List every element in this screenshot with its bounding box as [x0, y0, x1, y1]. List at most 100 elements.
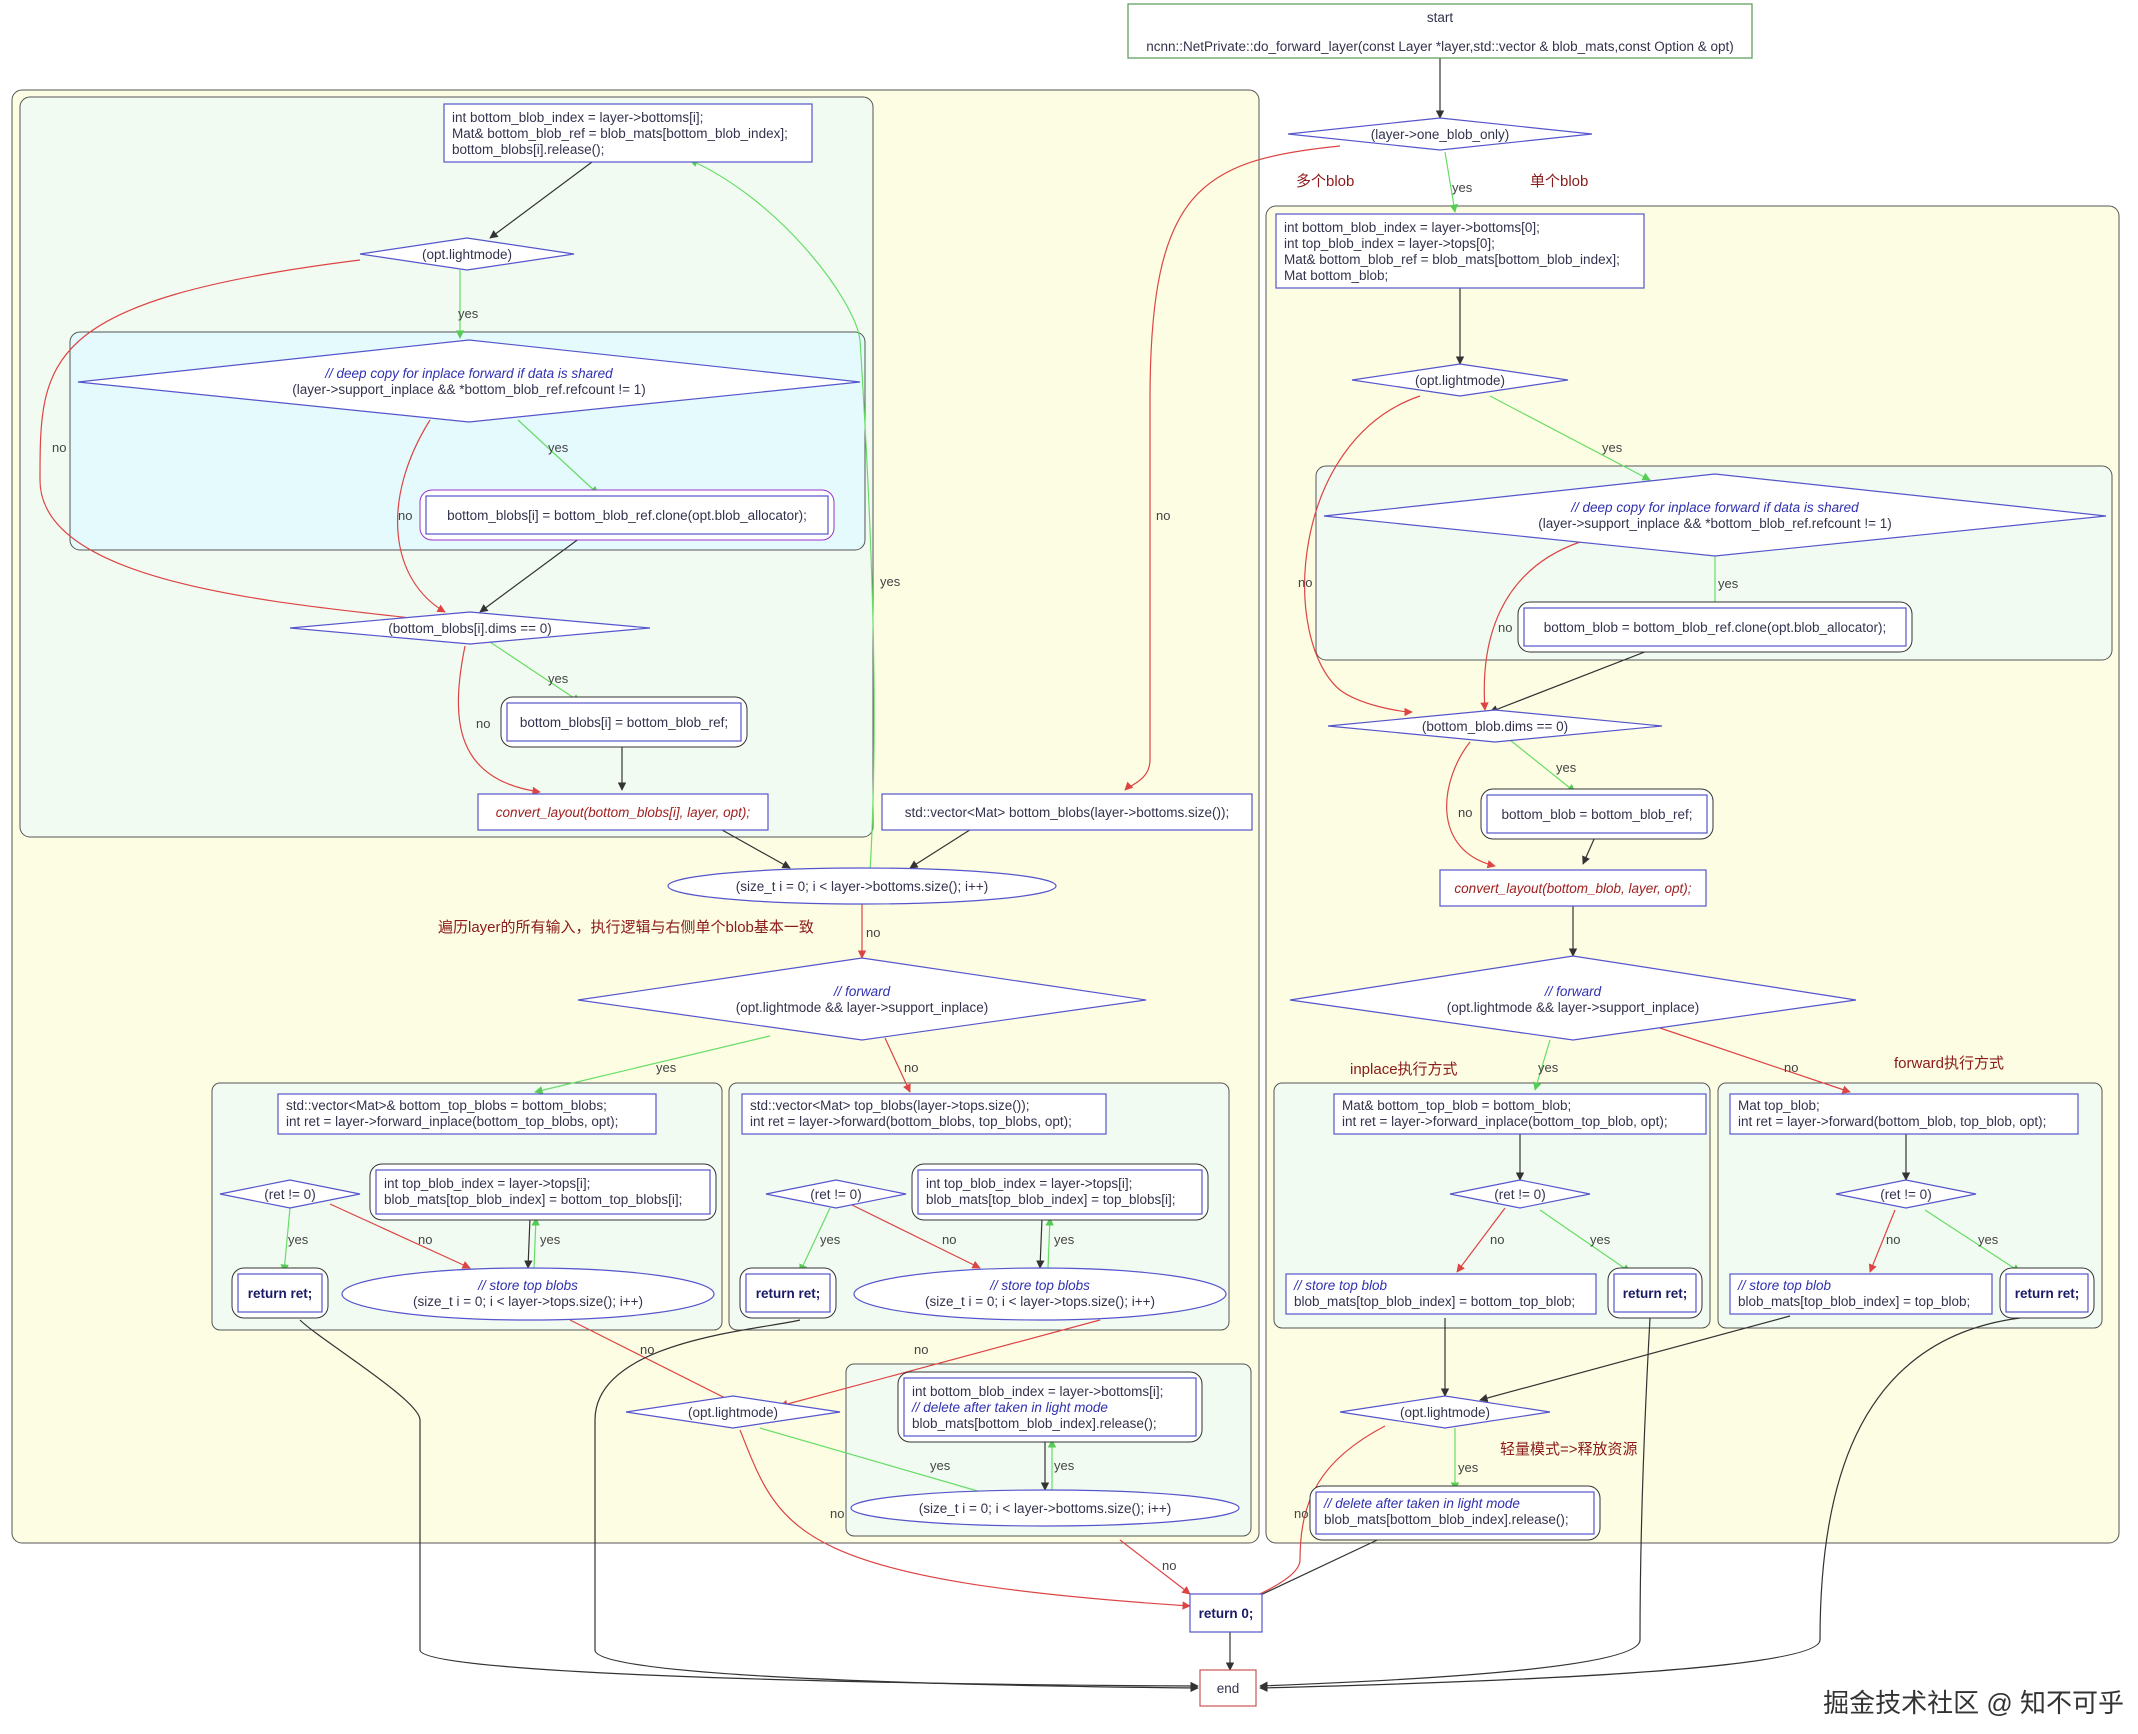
edge-label-no: no — [398, 508, 412, 523]
right-deepcopy-decision: // deep copy for inplace forward if data… — [1323, 473, 2107, 557]
svg-text:blob_mats[bottom_blob_index].r: blob_mats[bottom_blob_index].release(); — [1324, 1512, 1569, 1527]
edge-label-no: no — [830, 1506, 844, 1521]
right-forward-node: Mat top_blob; int ret = layer->forward(b… — [1729, 1093, 2079, 1135]
edge-label-no: no — [904, 1060, 918, 1075]
right-lightmode-decision-2: (opt.lightmode) — [1339, 1395, 1551, 1429]
svg-text:(size_t i = 0; i < layer->tops: (size_t i = 0; i < layer->tops.size(); i… — [413, 1294, 643, 1309]
left-assign-node: bottom_blobs[i] = bottom_blob_ref; — [500, 696, 748, 748]
svg-text:return 0;: return 0; — [1199, 1606, 1254, 1621]
edge-label-no: no — [1458, 805, 1472, 820]
edge-label-no: no — [1886, 1232, 1900, 1247]
left-ret-decision-1: (ret != 0) — [219, 1179, 361, 1209]
left-forward-decision: // forward (opt.lightmode && layer->supp… — [577, 957, 1147, 1041]
svg-text:(opt.lightmode): (opt.lightmode) — [1400, 1405, 1490, 1420]
left-loop-node-2: (size_t i = 0; i < layer->bottoms.size()… — [850, 1489, 1240, 1527]
left-lightmode-decision-2: (opt.lightmode) — [625, 1395, 841, 1429]
edge-label-yes: yes — [1054, 1458, 1075, 1473]
svg-text:// delete after taken in light: // delete after taken in light mode — [911, 1400, 1108, 1415]
left-ret-decision-2: (ret != 0) — [765, 1179, 907, 1209]
return-zero-node: return 0; — [1189, 1593, 1263, 1633]
svg-text:Mat top_blob;: Mat top_blob; — [1738, 1098, 1820, 1113]
watermark: 掘金技术社区 @ 知不可乎 — [1823, 1688, 2124, 1718]
start-title: start — [1427, 10, 1454, 25]
edge-label-yes: yes — [1718, 576, 1739, 591]
svg-text:int top_blob_index = layer->to: int top_blob_index = layer->tops[0]; — [1284, 236, 1495, 251]
left-dims-decision: (bottom_blobs[i].dims == 0) — [289, 611, 651, 645]
right-return-ret-2: return ret; — [1999, 1267, 2095, 1319]
edge-label-yes: yes — [880, 574, 901, 589]
svg-text:bottom_blob = bottom_blob_ref.: bottom_blob = bottom_blob_ref.clone(opt.… — [1544, 620, 1887, 635]
right-inplace-cluster — [1273, 1082, 1711, 1329]
svg-text:blob_mats[top_blob_index] = to: blob_mats[top_blob_index] = top_blobs[i]… — [926, 1192, 1176, 1207]
svg-text:(ret != 0): (ret != 0) — [1494, 1187, 1545, 1202]
annotation-single-blob: 单个blob — [1530, 173, 1588, 190]
left-inplace-node: std::vector<Mat>& bottom_top_blobs = bot… — [277, 1093, 657, 1135]
svg-text:(opt.lightmode): (opt.lightmode) — [688, 1405, 778, 1420]
edge-label-yes: yes — [1978, 1232, 1999, 1247]
right-inplace-node: Mat& bottom_top_blob = bottom_blob; int … — [1333, 1093, 1707, 1135]
svg-text:convert_layout(bottom_blob, la: convert_layout(bottom_blob, layer, opt); — [1454, 881, 1691, 896]
svg-text:(ret != 0): (ret != 0) — [810, 1187, 861, 1202]
right-dims-decision: (bottom_blob.dims == 0) — [1327, 709, 1663, 743]
edge-label-no: no — [1156, 508, 1170, 523]
svg-text:bottom_blobs[i] = bottom_blob_: bottom_blobs[i] = bottom_blob_ref.clone(… — [447, 508, 807, 523]
svg-text:std::vector<Mat>& bottom_top_b: std::vector<Mat>& bottom_top_blobs = bot… — [286, 1098, 607, 1113]
edge-label-no: no — [476, 716, 490, 731]
svg-text:(ret != 0): (ret != 0) — [264, 1187, 315, 1202]
right-assign-node: bottom_blob = bottom_blob_ref; — [1480, 788, 1714, 840]
svg-text:(layer->support_inplace && *bo: (layer->support_inplace && *bottom_blob_… — [1538, 516, 1891, 531]
svg-text:std::vector<Mat> bottom_blobs(: std::vector<Mat> bottom_blobs(layer->bot… — [905, 805, 1230, 820]
right-release-node: // delete after taken in light mode blob… — [1309, 1485, 1601, 1541]
svg-text:(size_t i = 0; i < layer->tops: (size_t i = 0; i < layer->tops.size(); i… — [925, 1294, 1155, 1309]
svg-text:int bottom_blob_index = layer-: int bottom_blob_index = layer->bottoms[0… — [1284, 220, 1540, 235]
edge-label-yes: yes — [548, 671, 569, 686]
right-forward-decision: // forward (opt.lightmode && layer->supp… — [1289, 955, 1857, 1041]
svg-text:(ret != 0): (ret != 0) — [1880, 1187, 1931, 1202]
right-ret-decision-2: (ret != 0) — [1835, 1179, 1977, 1209]
svg-text:// forward: // forward — [1544, 984, 1602, 999]
annotation-traverse: 遍历layer的所有输入，执行逻辑与右侧单个blob基本一致 — [438, 919, 814, 936]
svg-text:std::vector<Mat> top_blobs(lay: std::vector<Mat> top_blobs(layer->tops.s… — [750, 1098, 1030, 1113]
svg-text:int ret = layer->forward_inpla: int ret = layer->forward_inplace(bottom_… — [286, 1114, 618, 1129]
edge-label-no: no — [1298, 575, 1312, 590]
left-deepcopy-decision: // deep copy for inplace forward if data… — [77, 339, 861, 423]
svg-text:return ret;: return ret; — [756, 1286, 821, 1301]
svg-text:return ret;: return ret; — [248, 1286, 313, 1301]
left-forward-node: std::vector<Mat> top_blobs(layer->tops.s… — [741, 1093, 1107, 1135]
svg-text:// deep copy for inplace forwa: // deep copy for inplace forward if data… — [1570, 500, 1859, 515]
edge-label-no: no — [52, 440, 66, 455]
edge-label-no: no — [1498, 620, 1512, 635]
svg-text:// store top blob: // store top blob — [1737, 1278, 1832, 1293]
edge-label-yes: yes — [1458, 1460, 1479, 1475]
svg-text:(layer->one_blob_only): (layer->one_blob_only) — [1371, 127, 1509, 142]
svg-text:int ret = layer->forward(botto: int ret = layer->forward(bottom_blobs, t… — [750, 1114, 1072, 1129]
svg-text:Mat& bottom_blob_ref = blob_ma: Mat& bottom_blob_ref = blob_mats[bottom_… — [1284, 252, 1620, 267]
svg-text:// deep copy for inplace forwa: // deep copy for inplace forward if data… — [324, 366, 613, 381]
svg-text:int bottom_blob_index = layer-: int bottom_blob_index = layer->bottoms[i… — [912, 1384, 1163, 1399]
svg-text:(bottom_blobs[i].dims == 0): (bottom_blobs[i].dims == 0) — [388, 621, 552, 636]
annotation-forward-mode: forward执行方式 — [1894, 1055, 2004, 1072]
right-ret-decision-1: (ret != 0) — [1449, 1179, 1591, 1209]
edge-label-yes: yes — [458, 306, 479, 321]
edge-label-yes: yes — [1602, 440, 1623, 455]
left-top-index-node-2: int top_blob_index = layer->tops[i]; blo… — [911, 1163, 1209, 1221]
edge-label-no: no — [640, 1342, 654, 1357]
svg-text:(size_t i = 0; i < layer->bott: (size_t i = 0; i < layer->bottoms.size()… — [736, 879, 988, 894]
svg-text:(opt.lightmode): (opt.lightmode) — [1415, 373, 1505, 388]
svg-text:blob_mats[top_blob_index] = to: blob_mats[top_blob_index] = top_blob; — [1738, 1294, 1970, 1309]
edge-label-yes: yes — [540, 1232, 561, 1247]
left-top-index-node-1: int top_blob_index = layer->tops[i]; blo… — [369, 1163, 717, 1221]
start-node: start ncnn::NetPrivate::do_forward_layer… — [1127, 3, 1753, 59]
edge-label-yes: yes — [1452, 180, 1473, 195]
one-blob-only-decision: (layer->one_blob_only) — [1287, 117, 1593, 151]
left-store-top-blobs-1: // store top blobs (size_t i = 0; i < la… — [341, 1267, 715, 1321]
svg-text:return ret;: return ret; — [1623, 1286, 1688, 1301]
svg-text:blob_mats[top_blob_index] = bo: blob_mats[top_blob_index] = bottom_top_b… — [1294, 1294, 1575, 1309]
edge-label-yes: yes — [930, 1458, 951, 1473]
svg-text:// store top blob: // store top blob — [1293, 1278, 1388, 1293]
annotation-multi-blob: 多个blob — [1296, 173, 1354, 190]
svg-text:(opt.lightmode && layer->suppo: (opt.lightmode && layer->support_inplace… — [1447, 1000, 1700, 1015]
svg-text:// forward: // forward — [833, 984, 891, 999]
edge-label-no: no — [1784, 1060, 1798, 1075]
left-convert-layout-node: convert_layout(bottom_blobs[i], layer, o… — [477, 793, 769, 831]
